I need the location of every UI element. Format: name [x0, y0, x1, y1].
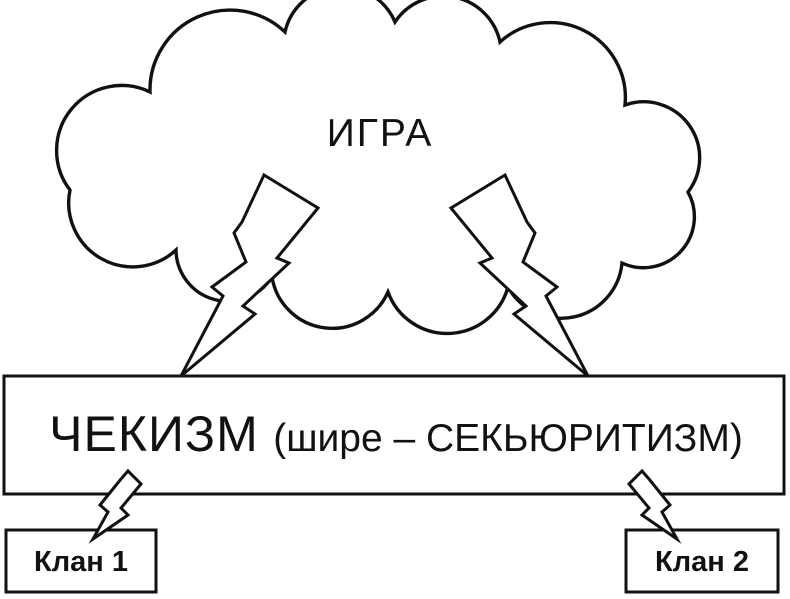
main-box: [2, 374, 786, 496]
clan-box-1-label: Клан 1: [34, 546, 128, 578]
main-box-subtitle: (шире – СЕКЬЮРИТИЗМ): [273, 417, 743, 460]
small-lightning-bolt-right-icon: [626, 468, 682, 544]
small-lightning-bolt-left-icon: [88, 468, 144, 544]
main-box-label: ЧЕКИЗМ (шире – СЕКЬЮРИТИЗМ): [49, 406, 743, 462]
cloud-shape: [54, 0, 702, 336]
clan-box-1: [4, 528, 158, 594]
clan-box-2: [624, 528, 780, 594]
cloud-label: ИГРА: [327, 112, 434, 155]
clan-box-2-label: Клан 2: [655, 546, 749, 578]
main-box-title: ЧЕКИЗМ: [49, 406, 259, 462]
